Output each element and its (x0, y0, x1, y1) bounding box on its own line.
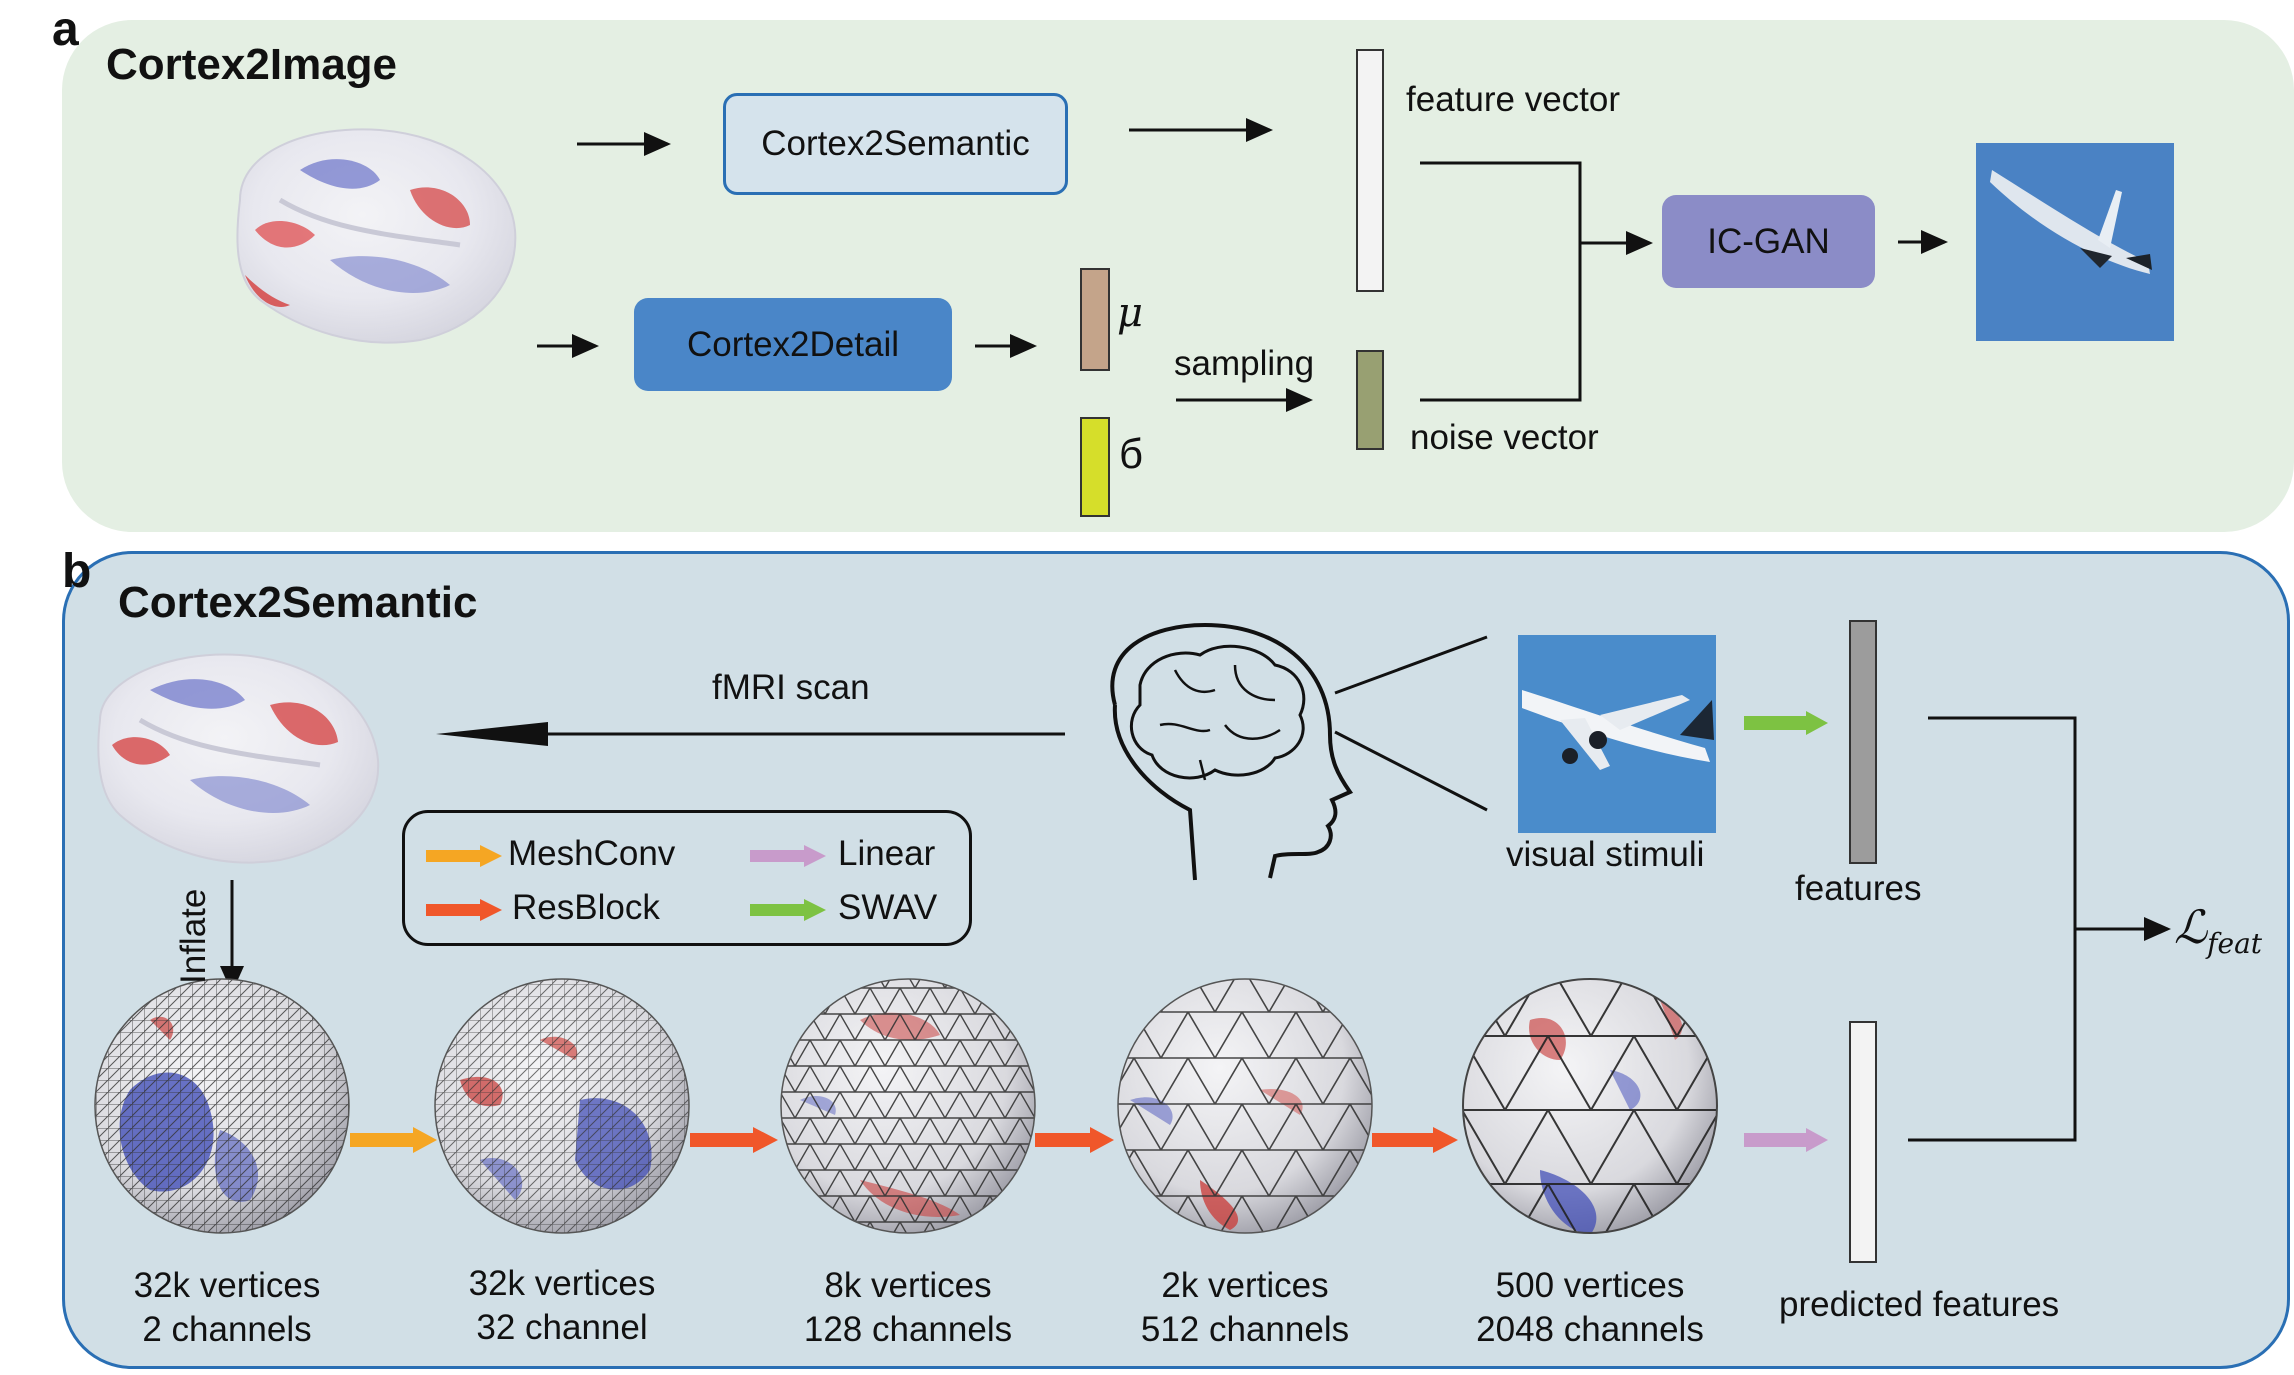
mu-bar (1080, 268, 1110, 371)
visual-stimuli-label: visual stimuli (1506, 835, 1705, 874)
loss-symbol: ℒ (2174, 900, 2208, 954)
legend-item-meshconv (426, 842, 506, 877)
mesh-sphere-3 (780, 978, 1036, 1234)
sphere-4-channels: 512 channels (1140, 1310, 1350, 1349)
panel-b-background (62, 551, 2290, 1369)
mesh-sphere-2 (434, 978, 690, 1234)
sphere-2-channels: 32 channel (476, 1308, 648, 1347)
generated-airplane-image (1976, 143, 2174, 341)
sphere-3-vertices: 8k vertices (824, 1266, 992, 1305)
feature-loss-label: ℒfeat (2174, 900, 2262, 960)
legend-label-swav: SWAV (838, 888, 938, 927)
mesh-sphere-1 (94, 978, 350, 1234)
sampling-label: sampling (1174, 344, 1315, 383)
legend-label-resblock: ResBlock (512, 888, 660, 927)
legend-item-resblock (426, 896, 506, 931)
sphere-4-caption: 2k vertices 512 channels (1115, 1264, 1375, 1352)
mu-label: μ (1117, 290, 1143, 336)
cortex2semantic-box: Cortex2Semantic (723, 93, 1068, 195)
sphere-2-vertices: 32k vertices (468, 1264, 656, 1303)
panel-b-letter: b (62, 545, 92, 598)
panel-a-letter: a (52, 3, 79, 56)
mesh-sphere-4 (1117, 978, 1373, 1234)
sigma-bar (1080, 417, 1110, 517)
sphere-5-vertices: 500 vertices (1495, 1266, 1685, 1305)
sphere-1-caption: 32k vertices 2 channels (97, 1264, 357, 1352)
sphere-1-vertices: 32k vertices (133, 1266, 321, 1305)
sphere-4-vertices: 2k vertices (1161, 1266, 1329, 1305)
visual-stimulus-airplane-image (1518, 635, 1716, 833)
sphere-5-channels: 2048 channels (1476, 1310, 1704, 1349)
cortex2detail-box: Cortex2Detail (634, 298, 952, 391)
sphere-2-caption: 32k vertices 32 channel (432, 1262, 692, 1350)
cortex-brain-image-b (97, 653, 380, 864)
sphere-3-caption: 8k vertices 128 channels (778, 1264, 1038, 1352)
sphere-1-channels: 2 channels (142, 1310, 312, 1349)
noise-vector-bar (1356, 350, 1384, 450)
fmri-scan-label: fMRI scan (712, 668, 870, 707)
panel-a-title: Cortex2Image (106, 40, 398, 89)
human-head-icon (1110, 622, 1354, 881)
legend-item-linear (750, 842, 830, 877)
predicted-features-bar (1849, 1021, 1877, 1263)
panel-b-title: Cortex2Semantic (118, 578, 478, 627)
sigma-label: б (1119, 430, 1144, 477)
legend-item-swav (750, 896, 830, 931)
features-label: features (1795, 869, 1922, 908)
cortex-brain-image-a (236, 128, 517, 344)
noise-vector-label: noise vector (1410, 418, 1599, 457)
legend-label-meshconv: MeshConv (508, 834, 676, 873)
features-bar (1849, 620, 1877, 864)
loss-subscript: feat (2207, 927, 2263, 961)
inflate-label: Inflate (174, 888, 213, 984)
feature-vector-label: feature vector (1406, 80, 1620, 119)
predicted-features-label: predicted features (1779, 1285, 2060, 1324)
mesh-sphere-5 (1462, 978, 1718, 1234)
icgan-box: IC-GAN (1662, 195, 1875, 288)
feature-vector-bar (1356, 49, 1384, 292)
legend-label-linear: Linear (838, 834, 936, 873)
layer-legend (402, 810, 972, 946)
sphere-3-channels: 128 channels (803, 1310, 1013, 1349)
sphere-5-caption: 500 vertices 2048 channels (1450, 1264, 1730, 1352)
